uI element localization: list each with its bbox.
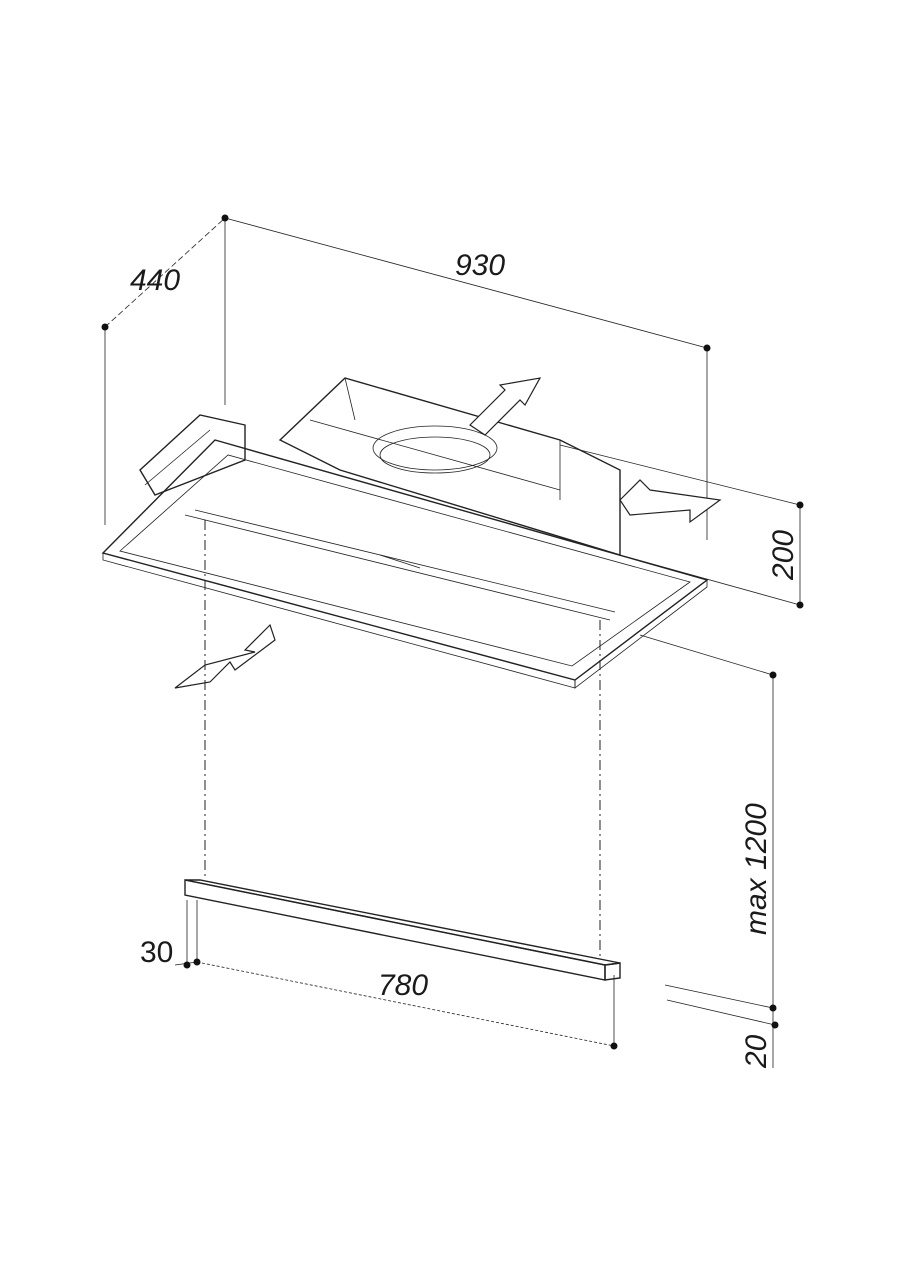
light-bar xyxy=(184,879,621,981)
dim-bar-length-label: 780 xyxy=(378,969,428,1002)
dim-bar-height-label: 30 xyxy=(140,936,173,969)
arrow-up-icon xyxy=(469,377,542,436)
dim-width-label: 930 xyxy=(455,249,505,282)
arrow-down-icon xyxy=(174,623,276,689)
dim-max-drop-label: max 1200 xyxy=(740,803,773,935)
dim-depth-label: 440 xyxy=(130,264,180,297)
airflow-arrows xyxy=(174,377,722,689)
dim-height-label: 200 xyxy=(767,530,800,581)
dim-bar-gap-label: 20 xyxy=(740,1034,773,1069)
arrow-right-icon xyxy=(619,479,722,524)
dimension-lines xyxy=(104,217,801,1068)
hood-body xyxy=(101,377,709,689)
dimension-dots xyxy=(101,214,804,1050)
